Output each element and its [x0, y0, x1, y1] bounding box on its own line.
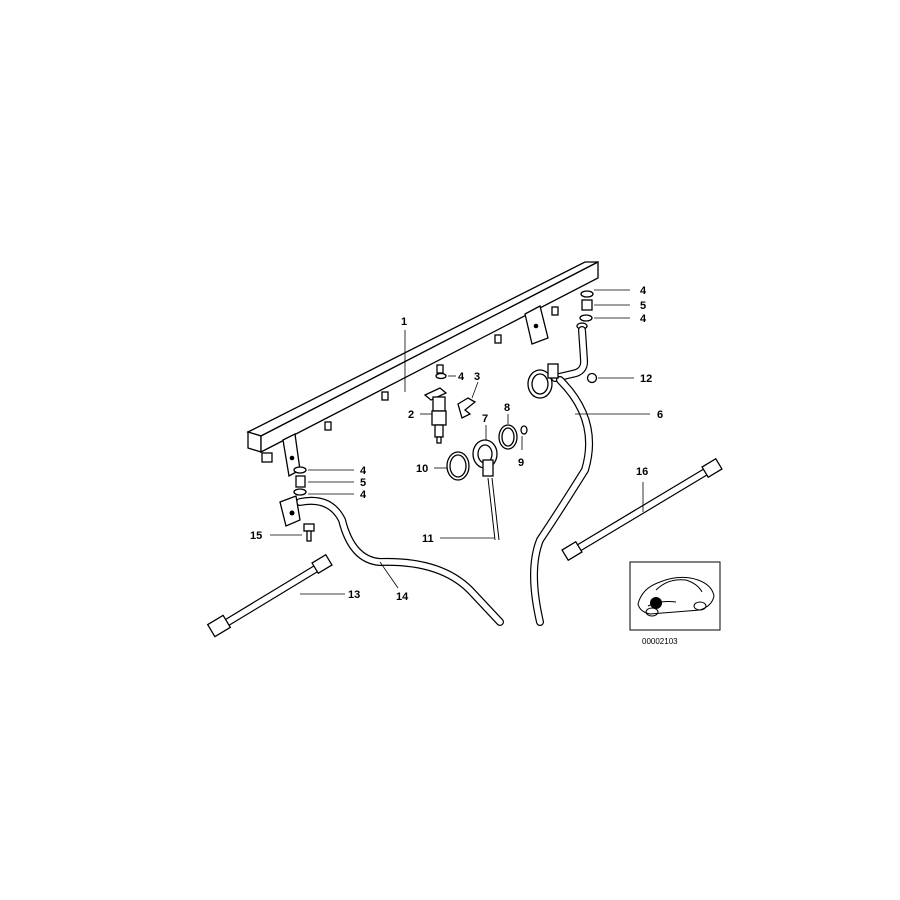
bolt-15 [303, 523, 315, 542]
inset-thumbnail: 00002103 [629, 561, 721, 646]
callout-4-injector: 4 [458, 371, 465, 383]
callout-4-left-top: 4 [360, 465, 367, 477]
callout-6: 6 [657, 409, 663, 421]
callout-14: 14 [396, 591, 409, 603]
car-silhouette-icon [637, 576, 715, 617]
feed-pipe-14 [279, 495, 504, 626]
seal-rings-right [576, 290, 594, 330]
callout-9: 9 [518, 457, 524, 469]
vacuum-hose-11 [487, 477, 500, 541]
callout-2: 2 [408, 409, 414, 421]
callout-16: 16 [636, 466, 648, 478]
callout-4-right-top: 4 [640, 285, 647, 297]
callout-5-left: 5 [360, 477, 366, 489]
hose-16 [561, 457, 723, 562]
callout-4-right-bottom: 4 [640, 313, 647, 325]
callout-5-right: 5 [640, 300, 646, 312]
callout-15: 15 [250, 530, 262, 542]
hose-13 [206, 553, 333, 638]
leader-lines [270, 289, 650, 595]
callouts: 1 2 3 4 4 4 4 4 5 5 6 7 8 9 10 11 12 13 … [250, 285, 663, 603]
callout-12: 12 [640, 373, 652, 385]
callout-4-left-bottom: 4 [360, 489, 367, 501]
hose-6 [530, 376, 594, 626]
fuel-rail [246, 260, 599, 478]
callout-3: 3 [474, 371, 480, 383]
injector [423, 372, 477, 444]
seal-rings-left [293, 466, 307, 496]
inset-code: 00002103 [642, 637, 678, 646]
callout-7: 7 [482, 413, 488, 425]
callout-1: 1 [401, 316, 407, 328]
callout-11: 11 [422, 533, 434, 545]
pressure-regulator [446, 424, 528, 481]
callout-8: 8 [504, 402, 510, 414]
return-pipe [551, 326, 589, 382]
callout-13: 13 [348, 589, 360, 601]
regulator-housing [527, 363, 598, 399]
callout-10: 10 [416, 463, 428, 475]
